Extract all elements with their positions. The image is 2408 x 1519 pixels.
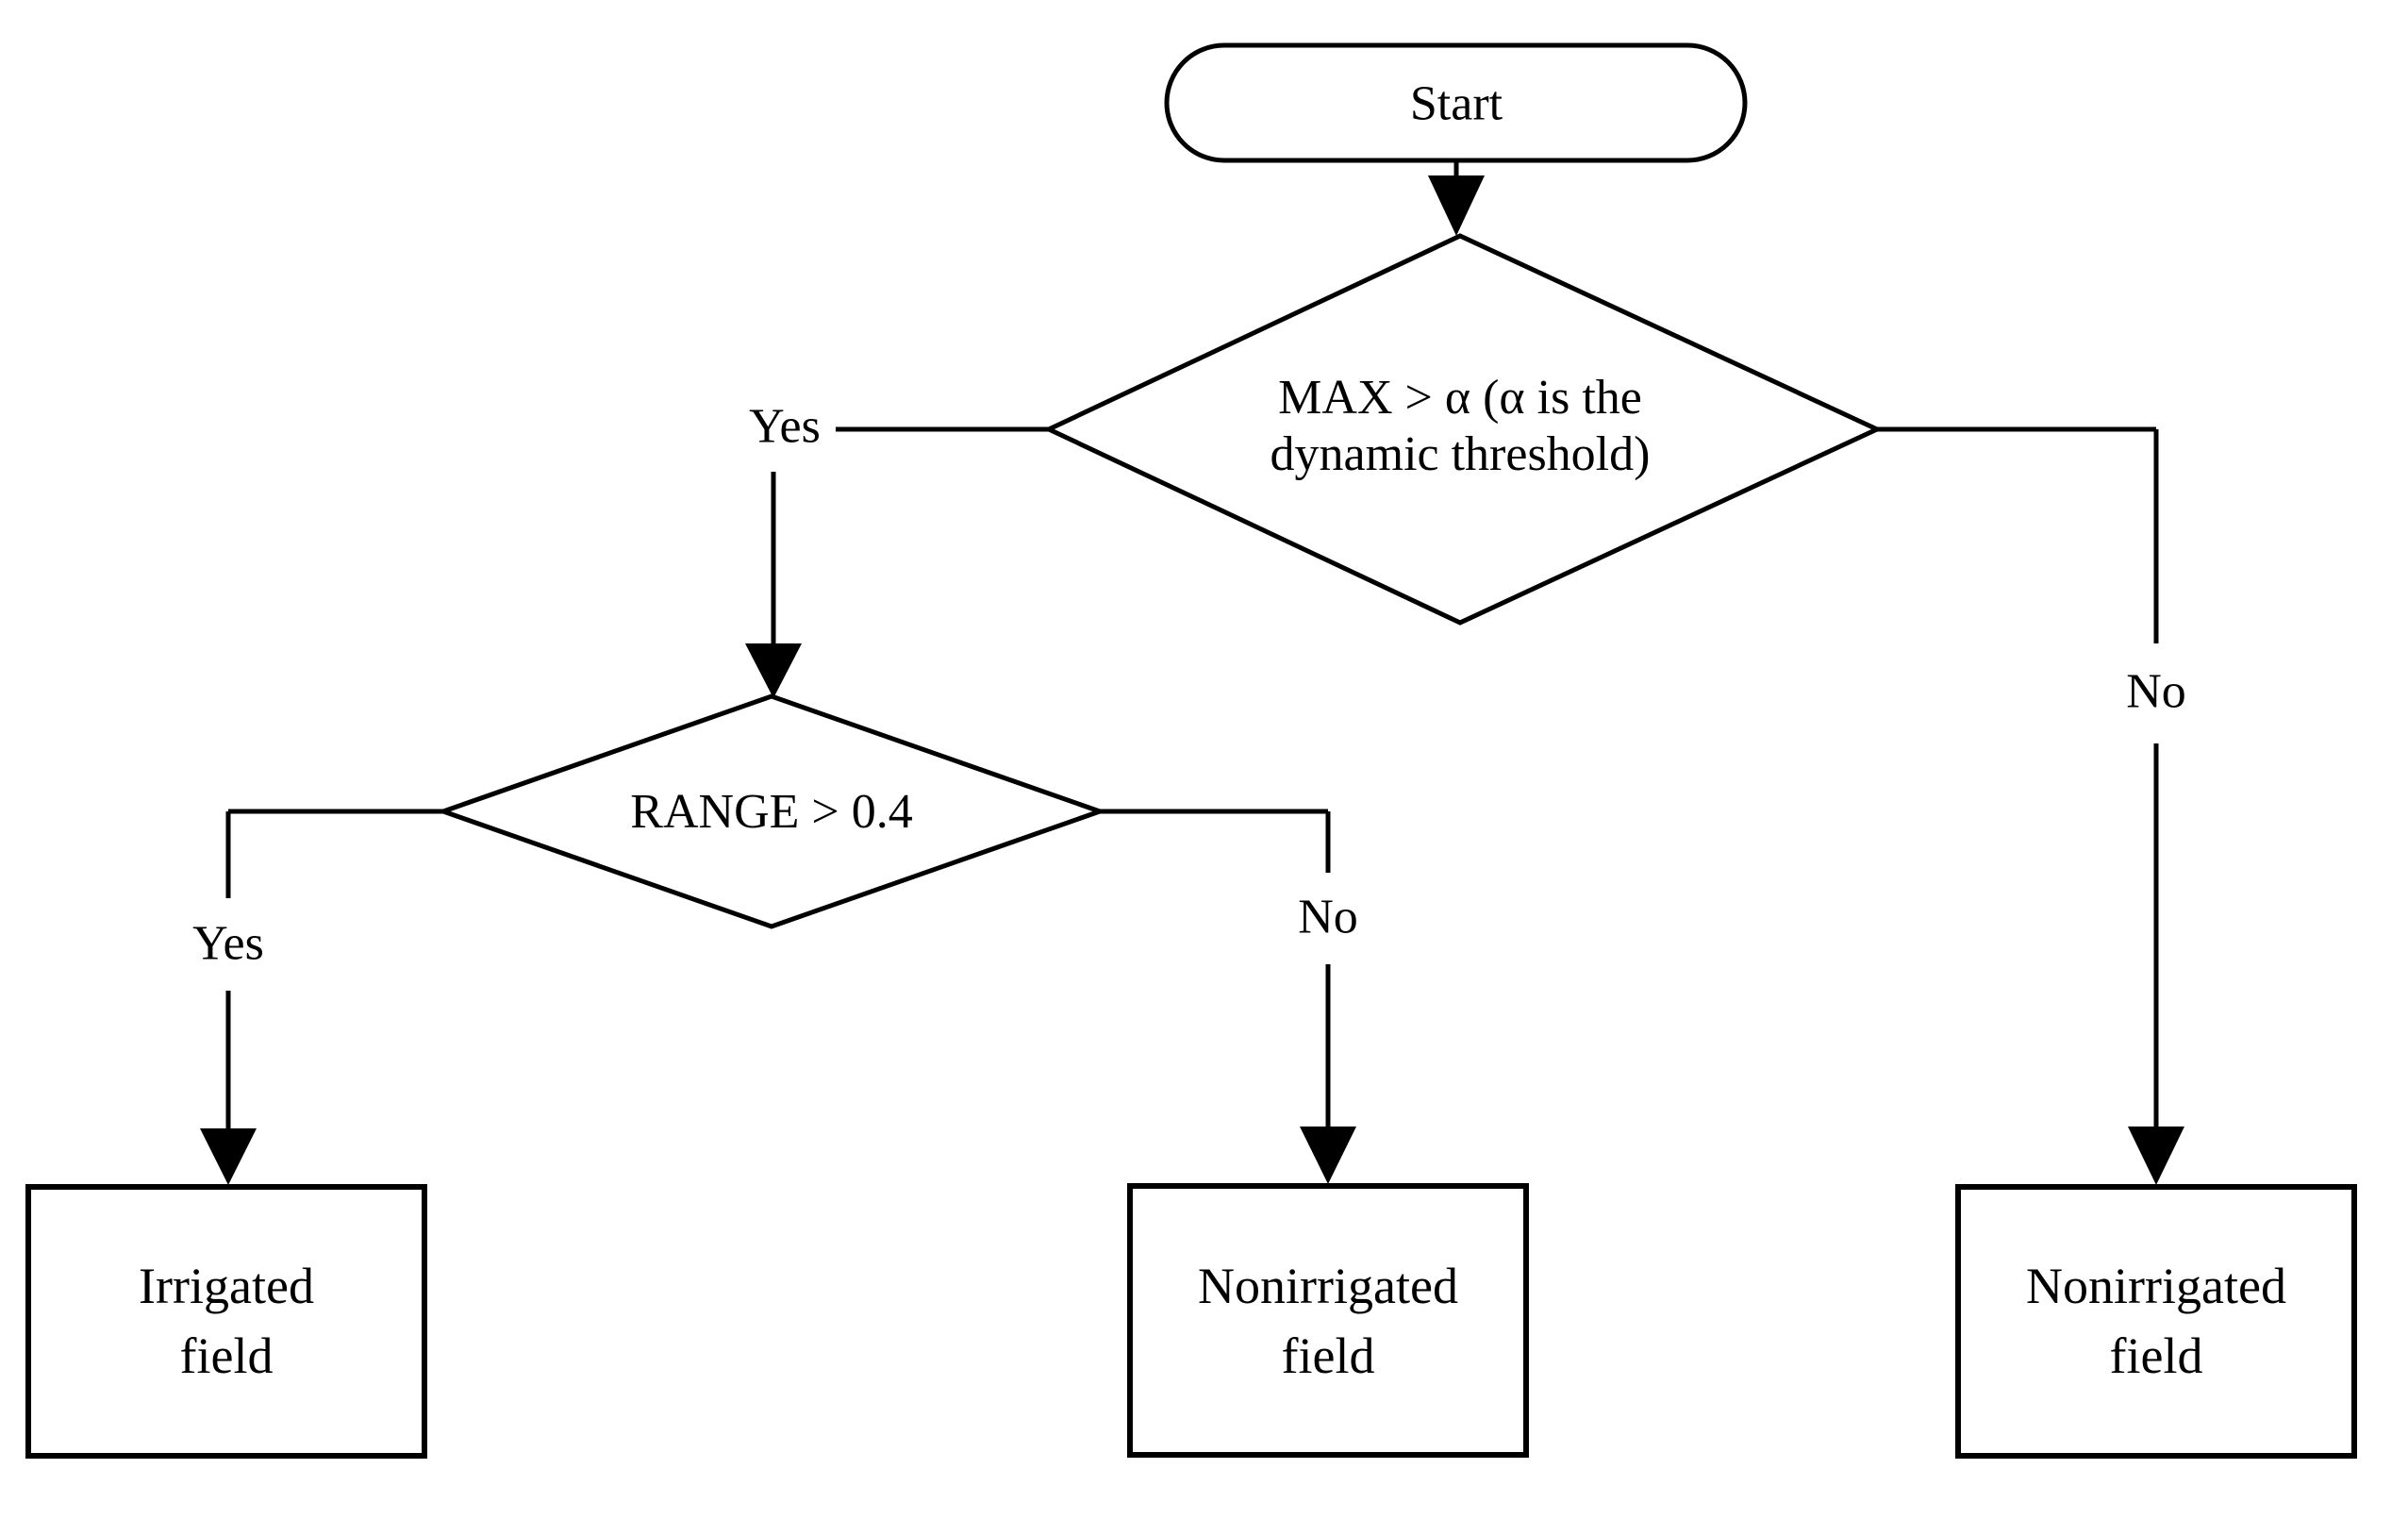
decision-max-label-line1: MAX > α (α is the xyxy=(1278,371,1642,425)
nonirrigated-field-middle-label-line1: Nonirrigated xyxy=(1198,1258,1458,1314)
branch-label-max-yes: Yes xyxy=(749,399,821,454)
irrigated-field-label: Irrigated field xyxy=(139,1251,314,1391)
irrigated-field-box xyxy=(25,1184,427,1459)
irrigated-field-label-line2: field xyxy=(179,1327,274,1384)
irrigated-field-label-line1: Irrigated xyxy=(139,1258,314,1314)
nonirrigated-field-middle-label-line2: field xyxy=(1281,1327,1375,1384)
arrowhead-into-nonirrigated-right-box xyxy=(2128,1127,2184,1185)
decision-max-diamond xyxy=(1043,233,1883,626)
arrowhead-into-nonirrigated-middle-box xyxy=(1300,1127,1356,1184)
decision-max-label-line2: dynamic threshold) xyxy=(1270,427,1651,481)
nonirrigated-field-middle-box xyxy=(1127,1183,1529,1458)
nonirrigated-field-right-label: Nonirrigated field xyxy=(2026,1251,2286,1391)
nonirrigated-field-right-label-line2: field xyxy=(2109,1327,2203,1384)
arrowhead-into-irrigated-box xyxy=(200,1128,257,1185)
decision-max-label: MAX > α (α is the dynamic threshold) xyxy=(1270,370,1651,483)
nonirrigated-field-right-label-line1: Nonirrigated xyxy=(2026,1258,2286,1314)
nonirrigated-field-right-box xyxy=(1955,1184,2357,1459)
start-node-label: Start xyxy=(1409,76,1503,131)
branch-label-max-no: No xyxy=(2126,664,2186,719)
branch-label-range-yes: Yes xyxy=(192,916,264,971)
decision-range-diamond xyxy=(436,693,1107,929)
decision-range-label: RANGE > 0.4 xyxy=(630,785,913,839)
arrowhead-into-decision-max xyxy=(1428,175,1485,236)
branch-label-range-no: No xyxy=(1298,890,1358,944)
arrowhead-into-decision-range xyxy=(745,643,802,698)
nonirrigated-field-middle-label: Nonirrigated field xyxy=(1198,1251,1458,1391)
